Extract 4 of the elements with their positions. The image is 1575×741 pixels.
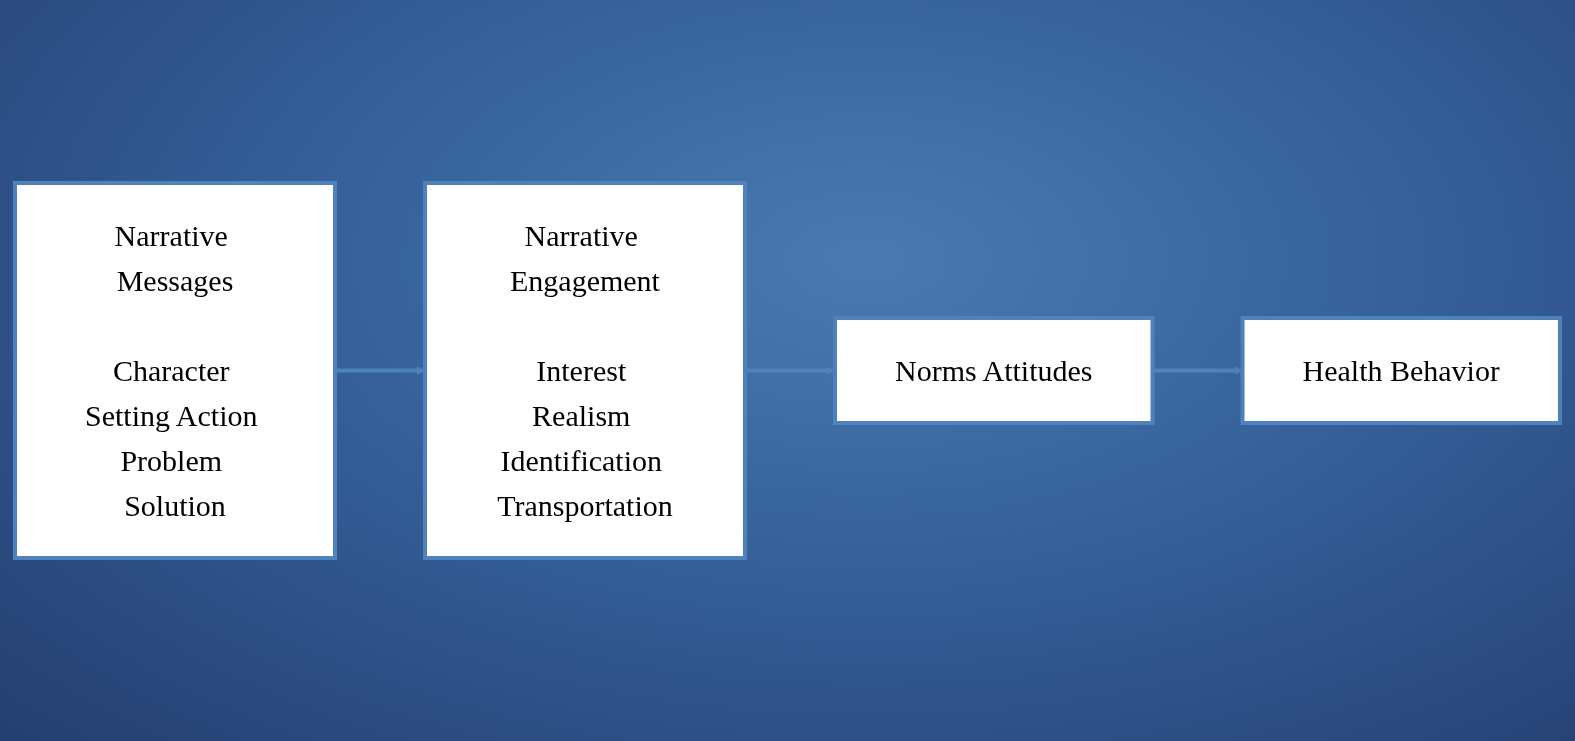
node-box: Norms Attitudes	[833, 316, 1155, 425]
node-box: Health Behavior	[1240, 316, 1562, 425]
node-box: Narrative Messages Character Setting Action Problem Solution	[13, 181, 337, 560]
node-box: Narrative Engagement Interest Realism Identification Transportation	[423, 181, 747, 560]
